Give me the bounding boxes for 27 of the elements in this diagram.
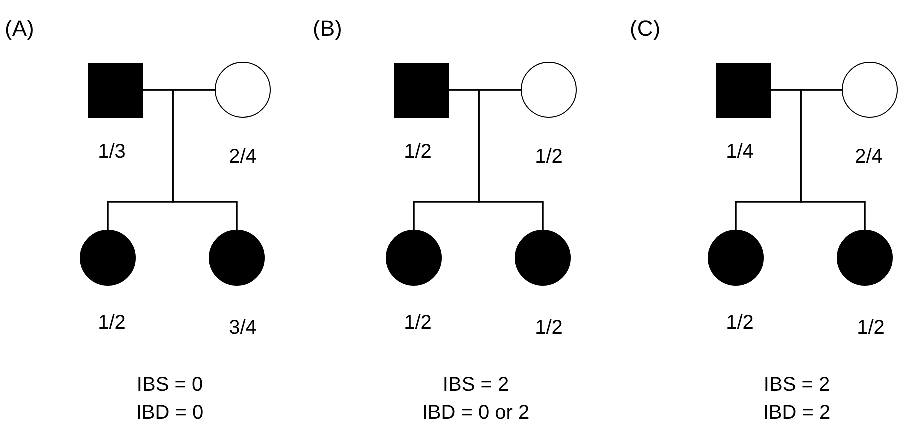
relationship-statistic: IBD = 0 or 2 bbox=[422, 402, 530, 424]
pedigree-line bbox=[478, 89, 544, 230]
genotype-label: 1/2 bbox=[404, 141, 432, 163]
genotype-label: 1/3 bbox=[98, 141, 126, 163]
genotype-label: 3/4 bbox=[229, 317, 257, 339]
genotype-label: 1/2 bbox=[726, 312, 754, 334]
relationship-statistic: IBD = 2 bbox=[763, 402, 831, 424]
genotype-label: 1/4 bbox=[726, 141, 754, 163]
genotype-label: 2/4 bbox=[229, 146, 257, 168]
pedigree-line bbox=[172, 89, 238, 230]
genotype-label: 1/2 bbox=[535, 146, 563, 168]
panel-label: (B) bbox=[313, 18, 342, 40]
relationship-statistic: IBS = 0 bbox=[136, 374, 204, 396]
relationship-statistic: IBS = 2 bbox=[442, 374, 510, 396]
genotype-label: 2/4 bbox=[855, 146, 883, 168]
relationship-statistic: IBS = 2 bbox=[764, 374, 830, 396]
panel-label: (C) bbox=[630, 18, 661, 40]
genotype-label: 1/2 bbox=[857, 317, 885, 339]
pedigree-line bbox=[800, 89, 866, 230]
relationship-statistic: IBD = 0 bbox=[136, 402, 204, 424]
genotype-label: 1/2 bbox=[98, 312, 126, 334]
male-square bbox=[88, 62, 142, 118]
panel-label: (A) bbox=[5, 18, 34, 40]
male-square bbox=[394, 62, 448, 118]
genotype-label: 1/2 bbox=[404, 312, 432, 334]
male-square bbox=[716, 62, 770, 118]
genotype-label: 1/2 bbox=[535, 317, 563, 339]
